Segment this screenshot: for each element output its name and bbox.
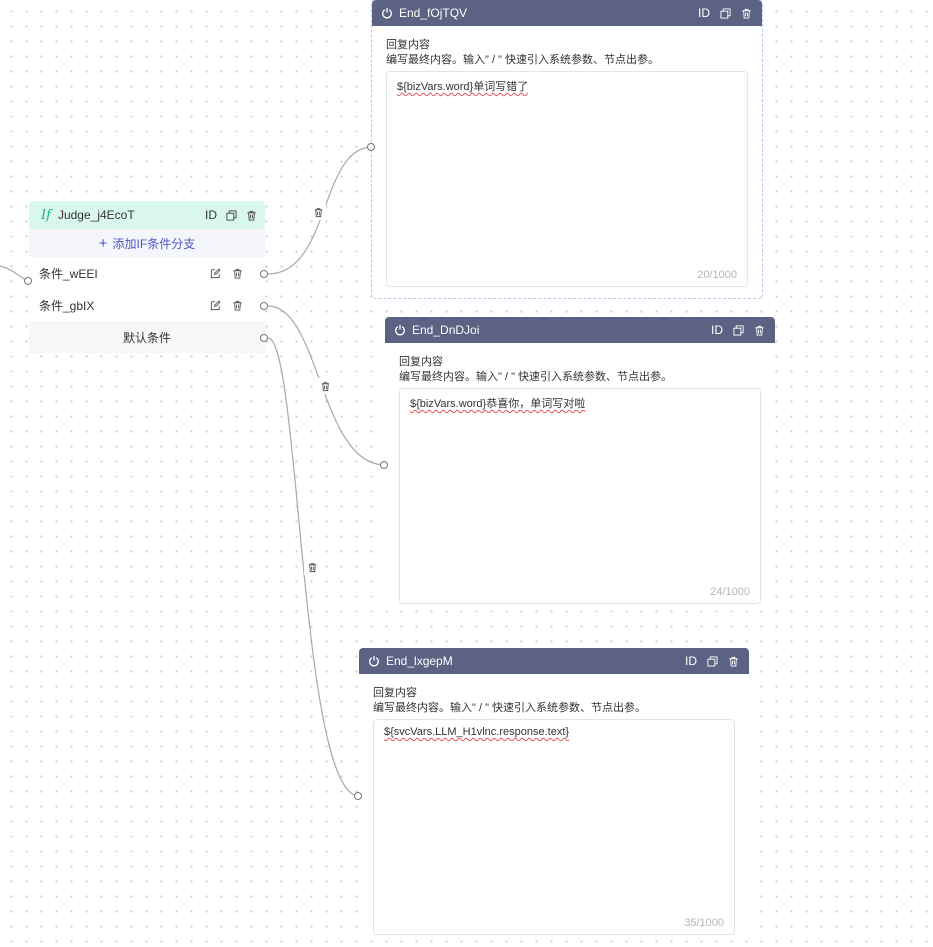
copy-icon[interactable] (720, 7, 731, 19)
condition-row[interactable]: 条件_gbIX (29, 289, 265, 321)
trash-icon (308, 562, 316, 572)
edit-icon[interactable] (210, 299, 221, 311)
condition-label: 条件_gbIX (39, 298, 95, 313)
trash-icon (314, 207, 322, 217)
end-node-input-port[interactable] (367, 143, 375, 151)
reply-content-input[interactable]: ${bizVars.word}单词写错了 20/1000 (386, 71, 748, 287)
condition-output-port[interactable] (260, 302, 268, 310)
copy-icon[interactable] (226, 209, 237, 221)
id-button[interactable]: ID (205, 208, 217, 222)
end-node-header: End_DnDJoi ID (385, 317, 775, 343)
trash-icon[interactable] (728, 656, 739, 667)
reply-content-input[interactable]: ${svcVars.LLM_H1vlnc.response.text} 35/1… (373, 719, 735, 935)
end-node-input-port[interactable] (380, 461, 388, 469)
trash-icon (321, 381, 329, 391)
if-icon: If (41, 207, 51, 223)
end-node-title: End_DnDJoi (412, 323, 480, 337)
edge-delete-button[interactable] (317, 378, 333, 394)
reply-content-value: ${svcVars.LLM_H1vlnc.response.text} (384, 726, 570, 738)
trash-icon[interactable] (741, 8, 752, 19)
power-icon (368, 655, 380, 667)
end-node[interactable]: End_lxgepM ID 回复内容 编写最终内容。输入" / " 快速引入系统… (359, 648, 749, 935)
condition-row[interactable]: 条件_wEEI (29, 257, 265, 289)
id-button[interactable]: ID (711, 323, 723, 337)
default-condition-row[interactable]: 默认条件 (29, 321, 265, 353)
trash-icon[interactable] (232, 268, 243, 279)
judge-node[interactable]: If Judge_j4EcoT ID + 添加IF条件分支 条件_wEEI 条件… (29, 201, 265, 353)
end-node[interactable]: End_fOjTQV ID 回复内容 编写最终内容。输入" / " 快速引入系统… (371, 0, 763, 299)
reply-content-label: 回复内容 (399, 356, 443, 368)
judge-node-header: If Judge_j4EcoT ID (29, 201, 265, 229)
condition-output-port[interactable] (260, 270, 268, 278)
judge-input-port[interactable] (24, 277, 32, 285)
judge-node-title: Judge_j4EcoT (57, 208, 135, 222)
power-icon (381, 7, 393, 19)
trash-icon[interactable] (246, 210, 257, 221)
trash-icon[interactable] (232, 300, 243, 311)
char-counter: 24/1000 (710, 586, 750, 598)
reply-content-label: 回复内容 (386, 39, 430, 51)
power-icon (394, 324, 406, 336)
end-node-title: End_fOjTQV (399, 6, 468, 20)
plus-icon: + (98, 234, 108, 252)
copy-icon[interactable] (733, 324, 744, 336)
default-condition-label: 默认条件 (122, 330, 171, 345)
reply-content-value: ${bizVars.word}单词写错了 (397, 81, 529, 93)
edge-delete-button[interactable] (304, 559, 320, 575)
reply-content-hint: 编写最终内容。输入" / " 快速引入系统参数、节点出参。 (386, 54, 660, 66)
reply-content-hint: 编写最终内容。输入" / " 快速引入系统参数、节点出参。 (373, 702, 647, 714)
reply-content-hint: 编写最终内容。输入" / " 快速引入系统参数、节点出参。 (399, 371, 673, 383)
trash-icon[interactable] (754, 325, 765, 336)
id-button[interactable]: ID (685, 654, 697, 668)
condition-label: 条件_wEEI (39, 266, 98, 281)
add-if-branch-label: 添加IF条件分支 (112, 236, 196, 251)
reply-content-label: 回复内容 (373, 687, 417, 699)
char-counter: 35/1000 (684, 917, 724, 929)
end-node-header: End_fOjTQV ID (372, 0, 762, 26)
default-output-port[interactable] (260, 334, 268, 342)
edit-icon[interactable] (210, 267, 221, 279)
id-button[interactable]: ID (698, 6, 710, 20)
end-node[interactable]: End_DnDJoi ID 回复内容 编写最终内容。输入" / " 快速引入系统… (385, 317, 775, 609)
end-node-input-port[interactable] (354, 792, 362, 800)
edge-delete-button[interactable] (310, 204, 326, 220)
reply-content-input[interactable]: ${bizVars.word}恭喜你，单词写对啦 24/1000 (399, 388, 761, 604)
char-counter: 20/1000 (697, 269, 737, 281)
end-node-title: End_lxgepM (386, 654, 453, 668)
copy-icon[interactable] (707, 655, 718, 667)
reply-content-value: ${bizVars.word}恭喜你，单词写对啦 (410, 398, 586, 410)
add-if-branch-button[interactable]: + 添加IF条件分支 (29, 229, 265, 257)
end-node-header: End_lxgepM ID (359, 648, 749, 674)
